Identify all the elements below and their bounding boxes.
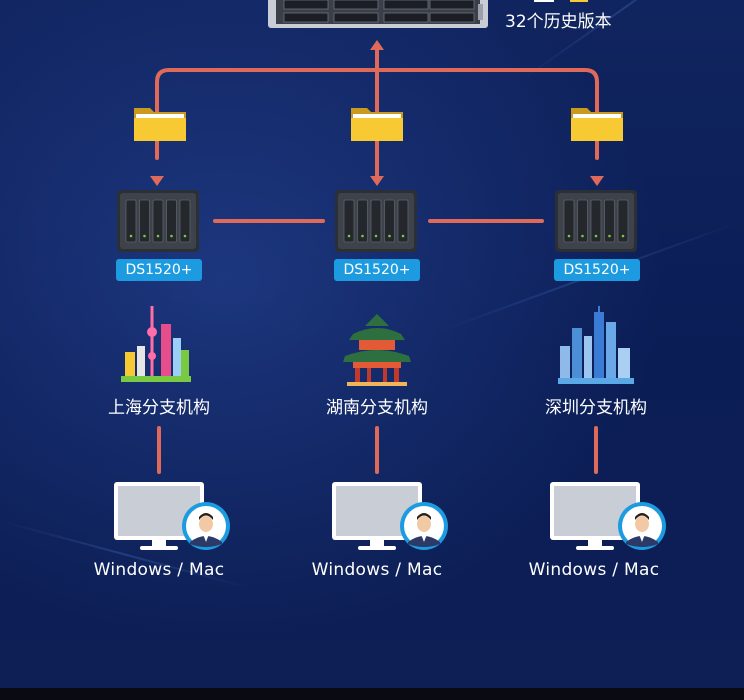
history-versions-label: 32个历史版本 [505,12,612,32]
nas-model-tag: DS1520+ [554,259,640,281]
client-os-label: Windows / Mac [528,560,660,580]
client-computer-icon [550,482,666,550]
user-avatar-icon [618,502,666,550]
branch-label-hunan: 湖南分支机构 [326,398,428,418]
version-stack-icon [534,0,588,2]
bottom-bar [0,688,744,700]
rack-server-icon [268,0,488,28]
client-computer-icon [332,482,448,550]
folder-icon [351,108,403,141]
arrow-down-icon [370,176,384,186]
folder-icon [134,108,186,141]
arrow-down-icon [150,176,164,186]
shenzhen-skyline-icon [558,306,634,384]
user-avatar-icon [182,502,230,550]
client-os-label: Windows / Mac [93,560,225,580]
client-os-label: Windows / Mac [311,560,443,580]
nas-model-tag: DS1520+ [334,259,420,281]
nas-device-icon [555,190,637,252]
folder-icon [571,108,623,141]
user-avatar-icon [400,502,448,550]
branch-label-shenzhen: 深圳分支机构 [545,398,647,418]
branch-label-shanghai: 上海分支机构 [108,398,210,418]
client-computer-icon [114,482,230,550]
arrow-down-icon [590,176,604,186]
arrow-up-icon [370,40,384,50]
shanghai-skyline-icon [121,306,191,382]
nas-model-tag: DS1520+ [116,259,202,281]
nas-device-icon [117,190,199,252]
nas-device-icon [335,190,417,252]
hunan-pavilion-icon [343,314,411,386]
